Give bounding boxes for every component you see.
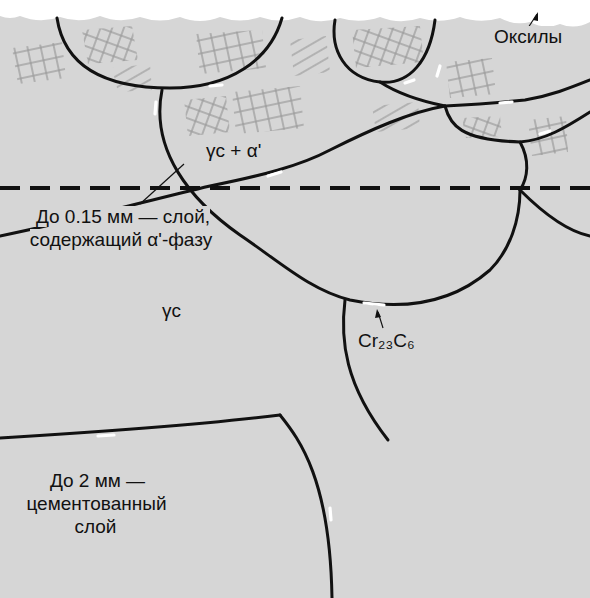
leader-line [140,14,537,328]
alpha-prime-hatch [12,26,568,156]
carbide-label: Cr₂₃C₆ [356,330,417,353]
layer-depth-label: До 2 мм — цементованный слой [14,470,179,538]
grain-boundary [0,18,590,598]
depth-boundary-line [0,186,590,190]
phase-label: γc [160,300,183,323]
oxide-layer [0,0,590,27]
oxide-label: Оксилы [492,26,564,49]
phase-label: γc + α' [204,140,263,163]
leader-arrowhead [375,12,538,318]
layer-depth-label: До 0.15 мм — слой, содержащий α'-фазу [22,206,222,252]
carbide-particle [98,66,550,520]
